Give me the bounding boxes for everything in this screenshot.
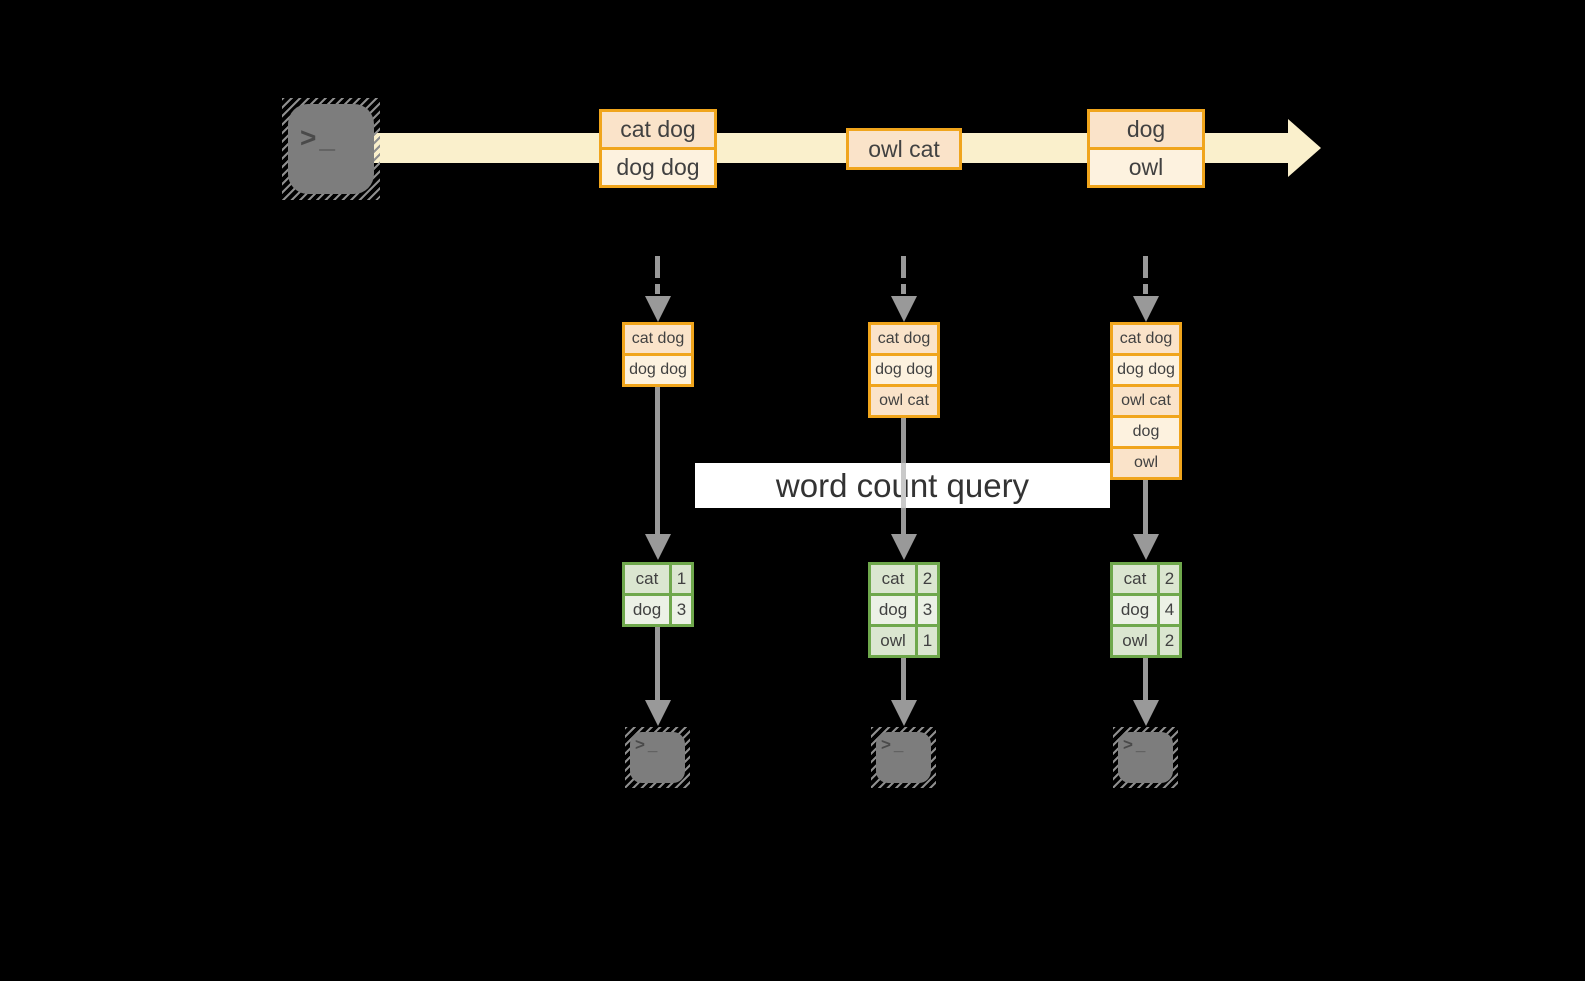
terminal-prompt-icon: >_ xyxy=(635,735,661,754)
down-arrowhead-icon xyxy=(645,700,671,726)
arrow-line xyxy=(1143,480,1148,536)
terminal-sink-icon: >_ xyxy=(871,727,936,788)
stream-event-row: owl xyxy=(1090,150,1202,185)
state-row: dog dog xyxy=(1113,356,1179,384)
count-value-cell: 4 xyxy=(1160,596,1179,624)
count-table-1: cat 1 dog 3 xyxy=(622,562,694,627)
down-arrowhead-icon xyxy=(1133,296,1159,322)
terminal-prompt-icon: >_ xyxy=(881,735,907,754)
arrow-line xyxy=(655,387,660,536)
dashed-arrow-segment xyxy=(655,256,660,278)
state-stack-1: cat dog dog dog xyxy=(622,322,694,387)
terminal-sink-body xyxy=(1118,732,1173,783)
state-row: owl cat xyxy=(871,387,937,415)
count-value-cell: 1 xyxy=(918,627,937,655)
count-value-cell: 3 xyxy=(672,596,691,624)
state-row: cat dog xyxy=(625,325,691,353)
count-table-2: cat 2 dog 3 owl 1 xyxy=(868,562,940,658)
state-row: owl cat xyxy=(1113,387,1179,415)
terminal-sink-icon: >_ xyxy=(625,727,690,788)
stream-event-row: cat dog xyxy=(602,112,714,147)
state-row: dog dog xyxy=(871,356,937,384)
stream-event-row: dog xyxy=(1090,112,1202,147)
count-word-cell: dog xyxy=(1113,596,1157,624)
arrow-line xyxy=(1143,658,1148,702)
count-word-cell: owl xyxy=(1113,627,1157,655)
state-row: owl xyxy=(1113,449,1179,477)
stream-event-box-1: cat dog dog dog xyxy=(599,109,717,188)
state-stack-2: cat dog dog dog owl cat xyxy=(868,322,940,418)
state-stack-3: cat dog dog dog owl cat dog owl xyxy=(1110,322,1182,480)
down-arrowhead-icon xyxy=(891,534,917,560)
stream-arrowhead-icon xyxy=(1288,119,1321,177)
count-value-cell: 3 xyxy=(918,596,937,624)
count-word-cell: dog xyxy=(625,596,669,624)
count-word-cell: cat xyxy=(1113,565,1157,593)
count-word-cell: cat xyxy=(625,565,669,593)
dashed-arrow-segment xyxy=(1143,256,1148,278)
arrow-line-over-band xyxy=(901,463,906,508)
terminal-source-icon: >_ xyxy=(282,98,380,200)
count-value-cell: 2 xyxy=(1160,627,1179,655)
count-table-3: cat 2 dog 4 owl 2 xyxy=(1110,562,1182,658)
state-row: dog xyxy=(1113,418,1179,446)
down-arrowhead-icon xyxy=(891,700,917,726)
stream-event-row: dog dog xyxy=(602,150,714,185)
down-arrowhead-icon xyxy=(1133,534,1159,560)
arrow-line xyxy=(655,627,660,702)
dashed-arrow-segment xyxy=(655,284,660,294)
count-word-cell: dog xyxy=(871,596,915,624)
stream-event-box-3: dog owl xyxy=(1087,109,1205,188)
arrow-line xyxy=(901,658,906,702)
terminal-sink-body xyxy=(630,732,685,783)
terminal-prompt-icon: >_ xyxy=(300,122,338,153)
state-row: cat dog xyxy=(1113,325,1179,353)
count-value-cell: 2 xyxy=(918,565,937,593)
terminal-prompt-icon: >_ xyxy=(1123,735,1149,754)
down-arrowhead-icon xyxy=(645,534,671,560)
terminal-sink-icon: >_ xyxy=(1113,727,1178,788)
down-arrowhead-icon xyxy=(645,296,671,322)
stream-event-row: owl cat xyxy=(849,131,959,167)
dashed-arrow-segment xyxy=(1143,284,1148,294)
down-arrowhead-icon xyxy=(891,296,917,322)
count-value-cell: 2 xyxy=(1160,565,1179,593)
stream-event-box-2: owl cat xyxy=(846,128,962,170)
dashed-arrow-segment xyxy=(901,284,906,294)
count-value-cell: 1 xyxy=(672,565,691,593)
dashed-arrow-segment xyxy=(901,256,906,278)
count-word-cell: cat xyxy=(871,565,915,593)
state-row: dog dog xyxy=(625,356,691,384)
down-arrowhead-icon xyxy=(1133,700,1159,726)
count-word-cell: owl xyxy=(871,627,915,655)
state-row: cat dog xyxy=(871,325,937,353)
terminal-source-body xyxy=(288,104,374,194)
terminal-sink-body xyxy=(876,732,931,783)
